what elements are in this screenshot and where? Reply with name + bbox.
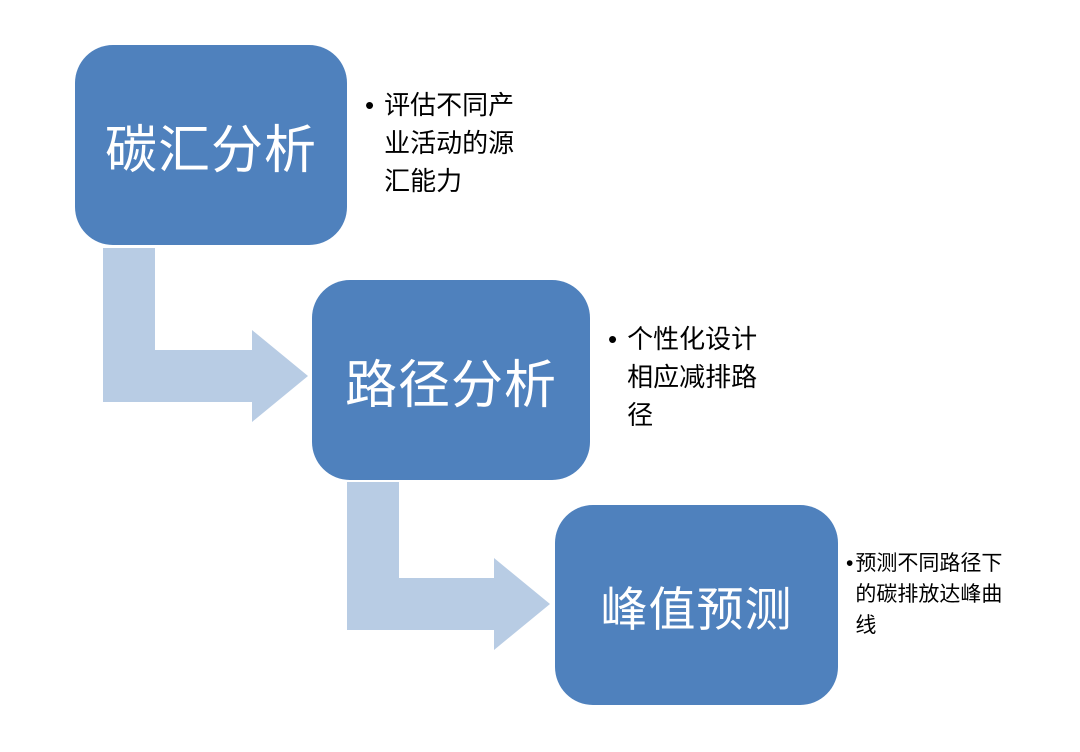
bullet-marker-icon: • xyxy=(608,324,618,354)
bullet-text: 个性化设计 相应减排路 径 xyxy=(627,324,758,430)
elbow-arrow-step2-to-step3 xyxy=(347,482,550,650)
step-bullet-peak-prediction: • 预测不同路径下 的碳排放达峰曲 线 xyxy=(846,548,1066,641)
step-box-path-analysis: 路径分析 xyxy=(312,280,590,480)
bullet-text: 评估不同产 业活动的源 汇能力 xyxy=(384,90,515,196)
step-bullet-carbon-sink-analysis: • 评估不同产 业活动的源 汇能力 xyxy=(365,86,585,200)
step-label: 碳汇分析 xyxy=(104,121,317,180)
bullet-text: 预测不同路径下 的碳排放达峰曲 线 xyxy=(855,552,1003,637)
step-label: 峰值预测 xyxy=(600,582,793,636)
elbow-arrow-step1-to-step2 xyxy=(103,248,308,422)
step-box-peak-prediction: 峰值预测 xyxy=(555,505,838,705)
step-bullet-path-analysis: • 个性化设计 相应减排路 径 xyxy=(608,320,828,434)
bullet-marker-icon: • xyxy=(365,90,375,120)
step-box-carbon-sink-analysis: 碳汇分析 xyxy=(75,45,347,245)
bullet-marker-icon: • xyxy=(846,552,854,575)
step-label: 路径分析 xyxy=(344,356,557,415)
